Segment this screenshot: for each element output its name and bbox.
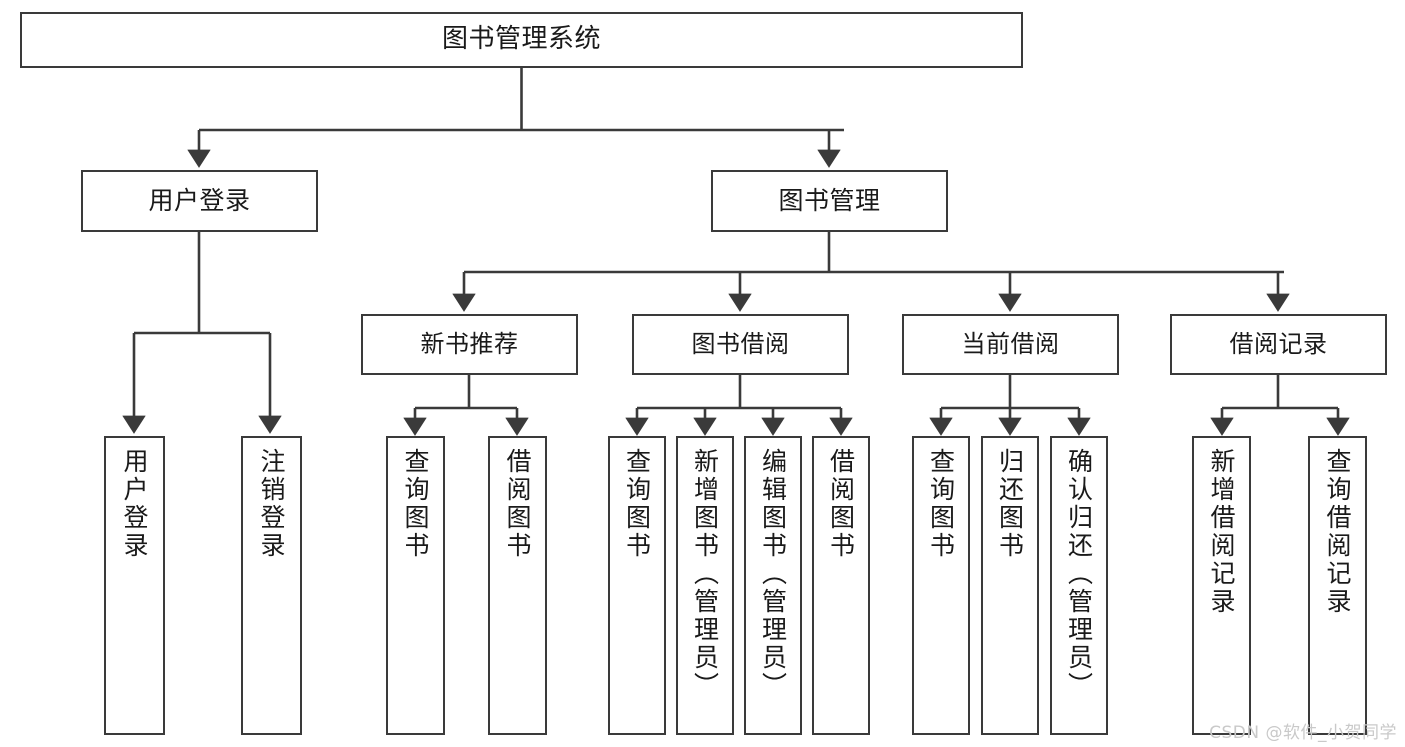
node-new-book-recommend-label: 新书推荐 <box>420 329 519 358</box>
leaf-book-borrow-query-label: 查询图书 <box>622 448 652 560</box>
leaf-user-login-signout[interactable]: 注销登录 <box>241 436 302 735</box>
leaf-borrow-record-add[interactable]: 新增借阅记录 <box>1192 436 1251 735</box>
leaf-user-login-signout-label: 注销登录 <box>257 448 286 560</box>
leaf-current-borrow-return-label: 归还图书 <box>995 448 1025 560</box>
node-user-login-label: 用户登录 <box>148 185 251 215</box>
leaf-new-book-borrow-label: 借阅图书 <box>503 448 532 560</box>
leaf-current-borrow-query-label: 查询图书 <box>926 448 956 560</box>
node-current-borrow[interactable]: 当前借阅 <box>902 314 1119 375</box>
leaf-current-borrow-confirm-label: 确认归还（管理员） <box>1064 448 1094 700</box>
leaf-new-book-query-label: 查询图书 <box>401 448 430 560</box>
leaf-borrow-record-add-label: 新增借阅记录 <box>1207 448 1236 616</box>
node-current-borrow-label: 当前借阅 <box>961 329 1060 358</box>
leaf-new-book-query[interactable]: 查询图书 <box>386 436 445 735</box>
node-book-management[interactable]: 图书管理 <box>711 170 948 232</box>
leaf-book-borrow-add[interactable]: 新增图书（管理员） <box>676 436 734 735</box>
node-new-book-recommend[interactable]: 新书推荐 <box>361 314 578 375</box>
node-book-borrow-label: 图书借阅 <box>691 329 790 358</box>
node-borrow-record[interactable]: 借阅记录 <box>1170 314 1387 375</box>
node-root-system-label: 图书管理系统 <box>441 24 601 55</box>
leaf-book-borrow-query[interactable]: 查询图书 <box>608 436 666 735</box>
leaf-current-borrow-return[interactable]: 归还图书 <box>981 436 1039 735</box>
leaf-book-borrow-edit[interactable]: 编辑图书（管理员） <box>744 436 802 735</box>
node-borrow-record-label: 借阅记录 <box>1229 329 1328 358</box>
leaf-borrow-record-query[interactable]: 查询借阅记录 <box>1308 436 1367 735</box>
leaf-current-borrow-query[interactable]: 查询图书 <box>912 436 970 735</box>
node-book-management-label: 图书管理 <box>778 185 881 215</box>
leaf-book-borrow-borrow[interactable]: 借阅图书 <box>812 436 870 735</box>
leaf-user-login-signin[interactable]: 用户登录 <box>104 436 165 735</box>
csdn-watermark: CSDN @软件_小贺同学 <box>1209 723 1397 743</box>
leaf-book-borrow-add-label: 新增图书（管理员） <box>690 448 720 700</box>
leaf-book-borrow-borrow-label: 借阅图书 <box>826 448 856 560</box>
leaf-current-borrow-confirm[interactable]: 确认归还（管理员） <box>1050 436 1108 735</box>
node-user-login[interactable]: 用户登录 <box>81 170 318 232</box>
leaf-book-borrow-edit-label: 编辑图书（管理员） <box>758 448 788 700</box>
leaf-user-login-signin-label: 用户登录 <box>120 448 149 560</box>
leaf-borrow-record-query-label: 查询借阅记录 <box>1323 448 1352 616</box>
node-root-system[interactable]: 图书管理系统 <box>20 12 1023 68</box>
node-book-borrow[interactable]: 图书借阅 <box>632 314 849 375</box>
leaf-new-book-borrow[interactable]: 借阅图书 <box>488 436 547 735</box>
